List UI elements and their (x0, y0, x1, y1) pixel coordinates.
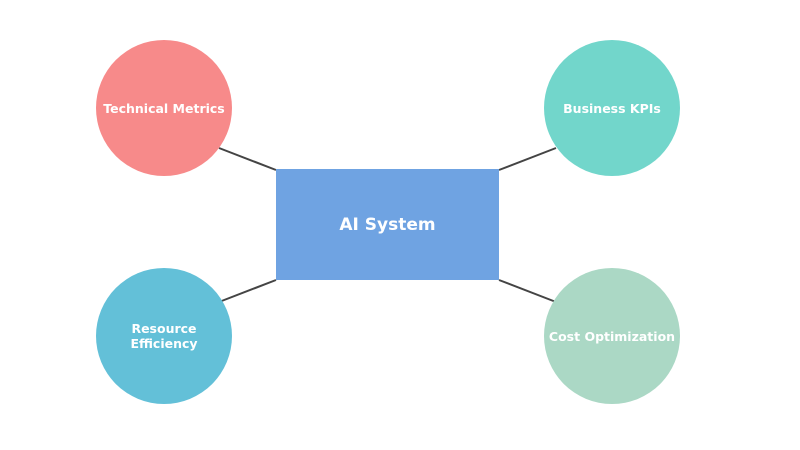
center-box: AI System (276, 169, 499, 280)
node-label: Cost Optimization (548, 328, 676, 344)
node-resource-efficiency: Resource Efficiency (96, 268, 232, 404)
node-cost-optimization: Cost Optimization (544, 268, 680, 404)
node-business-kpis: Business KPIs (544, 40, 680, 176)
center-label: AI System (339, 214, 436, 235)
node-technical-metrics: Technical Metrics (96, 40, 232, 176)
connector-technical-metrics (218, 147, 277, 171)
node-label: Resource Efficiency (130, 321, 198, 351)
node-label: Business KPIs (563, 100, 661, 116)
node-label: Technical Metrics (103, 100, 225, 116)
connector-business-kpis (498, 147, 557, 171)
connector-cost-optimization (498, 279, 557, 303)
connector-resource-efficiency (218, 279, 277, 303)
